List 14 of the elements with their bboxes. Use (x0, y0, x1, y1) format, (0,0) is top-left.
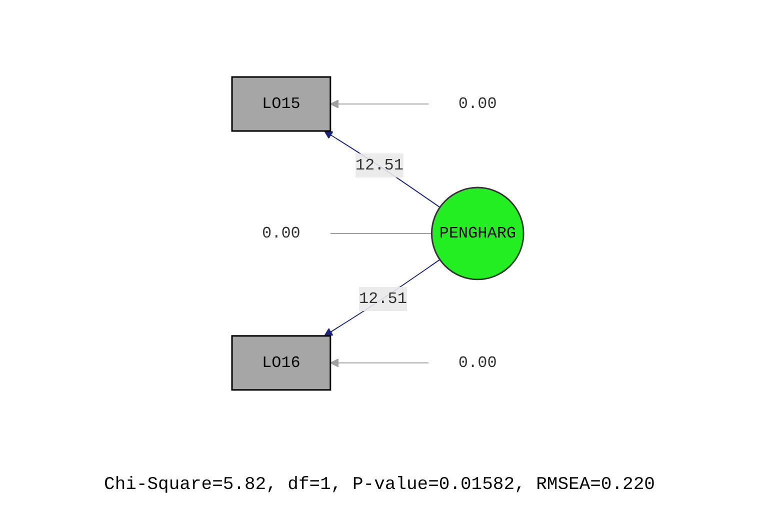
fit-statistics-caption: Chi-Square=5.82, df=1, P-value=0.01582, RMSEA=0.220 (104, 474, 655, 497)
node-text: 0.00 (458, 95, 497, 114)
arrow (330, 100, 429, 108)
edge-label: 12.51 (355, 156, 404, 174)
arrow (330, 358, 429, 368)
arrow (324, 130, 440, 208)
node-box: LO16 (231, 335, 332, 391)
node-circle: PENGHARG (431, 186, 524, 280)
node-text: 0.00 (458, 354, 497, 372)
arrow (324, 259, 440, 336)
node-text: 0.00 (262, 224, 300, 242)
node-box: LO15 (231, 76, 332, 132)
connector (330, 233, 432, 234)
edge-label: 12.51 (359, 290, 408, 308)
